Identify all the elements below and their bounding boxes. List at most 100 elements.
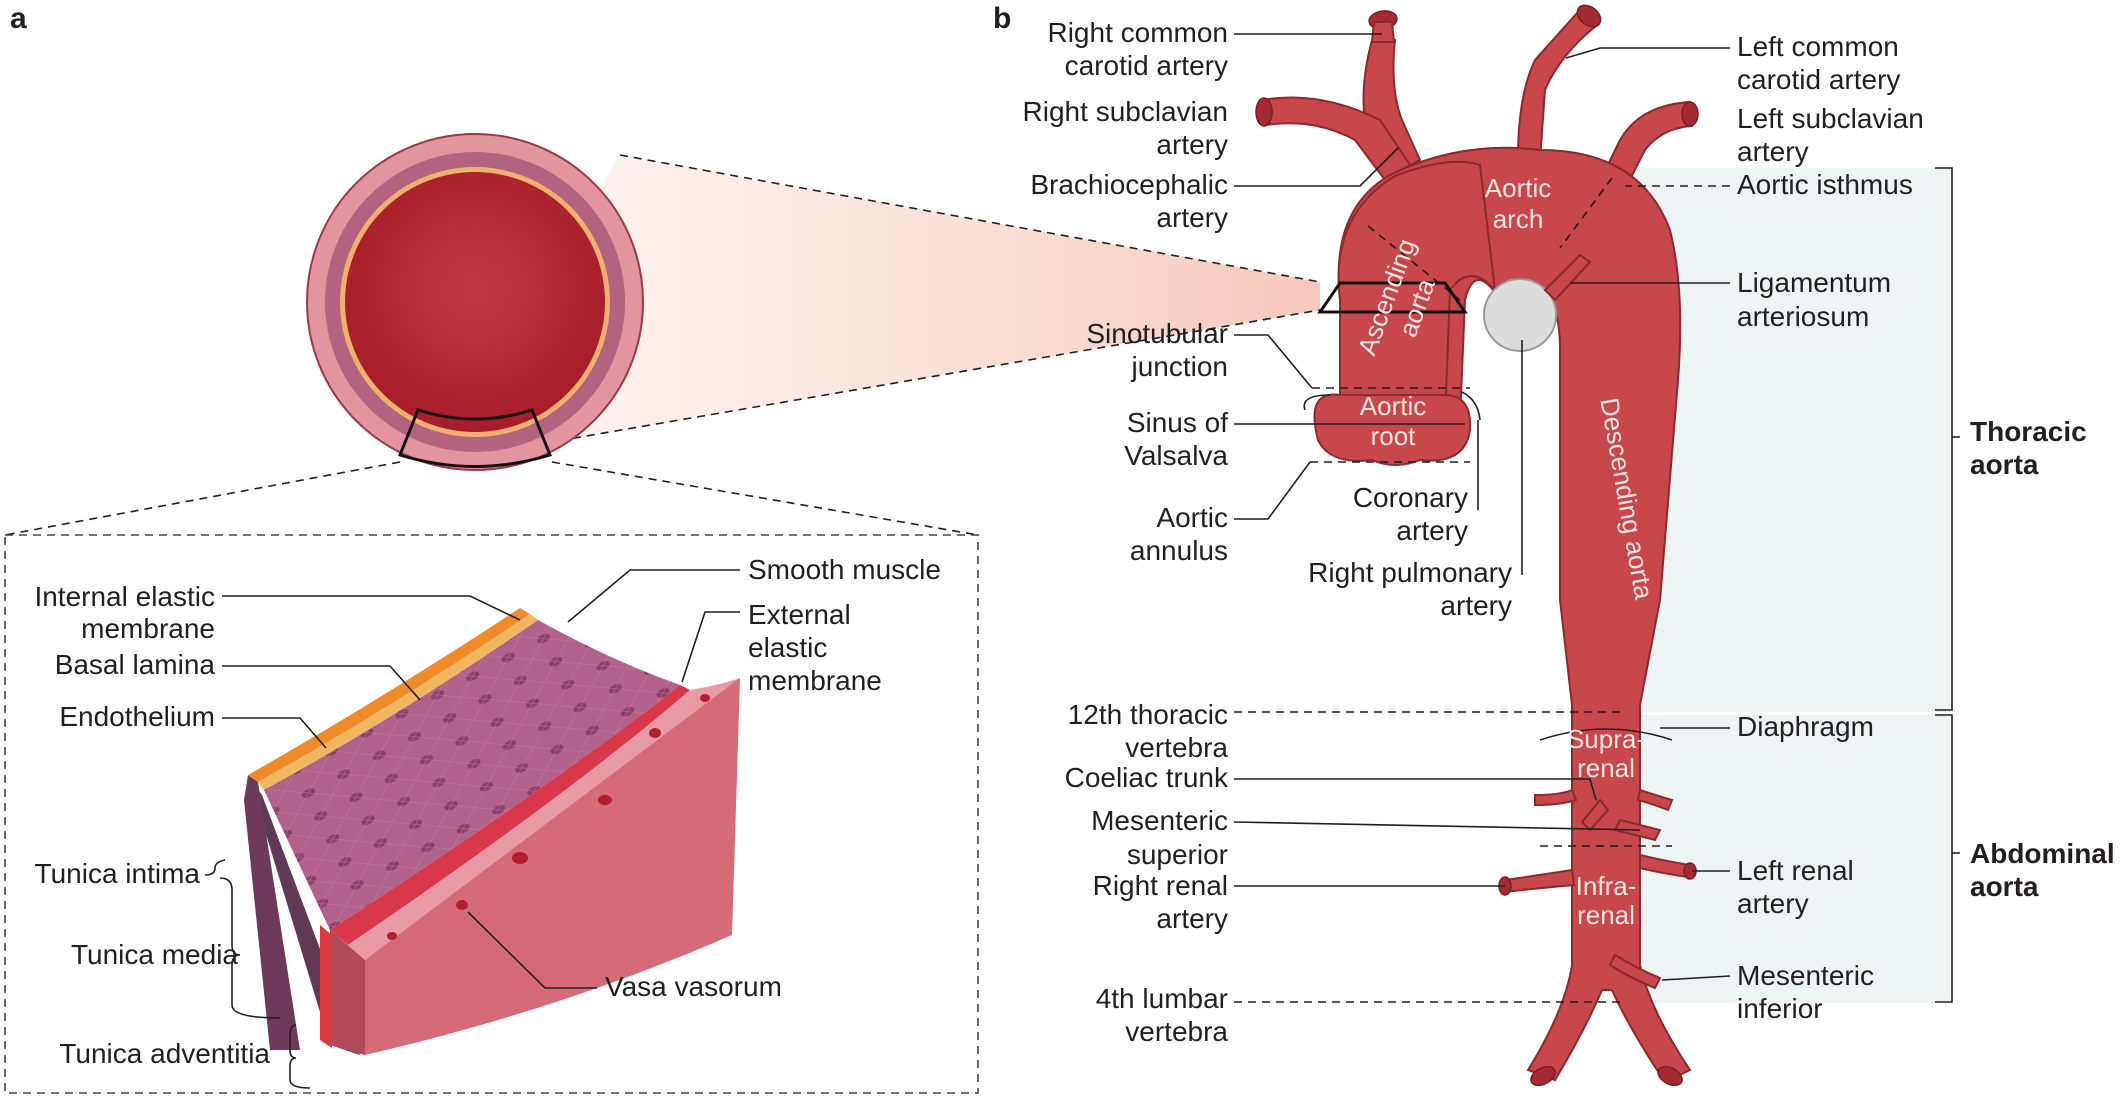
inner-aortic-root-2: root (1371, 421, 1417, 451)
label-left-common-carotid-1: Left common (1737, 31, 1899, 62)
diaphragm-arc (1539, 728, 1673, 741)
label-thoracic-vertebra-2: vertebra (1125, 732, 1228, 763)
abdominal-bracket (1935, 714, 1953, 1003)
zoom-line-right (551, 461, 979, 536)
lumen (345, 172, 605, 432)
arch-divider-left (1367, 225, 1461, 301)
label-mesenteric-superior-1: Mesenteric (1091, 805, 1228, 836)
label-sinotubular-2: junction (1130, 351, 1228, 382)
panel-b-letter: b (993, 2, 1011, 35)
label-abdominal-2: aorta (1970, 871, 2039, 902)
label-vasa-vasorum: Vasa vasorum (605, 971, 782, 1002)
cone-edge-bottom (434, 309, 1321, 463)
label-coeliac-trunk: Coeliac trunk (1065, 762, 1229, 793)
label-external-elastic-1: External (748, 599, 851, 630)
label-aortic-annulus-1: Aortic (1156, 502, 1228, 533)
label-endothelium: Endothelium (59, 701, 215, 732)
zoom-line-left (4, 461, 401, 536)
inferior-mesenteric-branch (1608, 953, 1662, 990)
leader-external-elastic (681, 611, 740, 683)
left-common-carotid (1516, 10, 1598, 162)
label-lumbar-vertebra-1: 4th lumbar (1096, 983, 1228, 1014)
label-ligamentum-1: Ligamentum (1737, 267, 1891, 298)
label-left-renal-2: artery (1737, 888, 1809, 919)
label-left-common-carotid-2: carotid artery (1737, 64, 1900, 95)
cone-edge-top (619, 154, 1321, 283)
label-internal-elastic-1: Internal elastic (34, 581, 215, 612)
label-right-renal-1: Right renal (1093, 870, 1228, 901)
label-external-elastic-3: membrane (748, 665, 882, 696)
label-coronary-2: artery (1396, 515, 1468, 546)
thoracic-bracket (1935, 167, 1953, 711)
coeliac-trunk-right (1636, 788, 1674, 812)
label-mesenteric-superior-2: superior (1127, 839, 1228, 870)
label-brachiocephalic-2: artery (1156, 202, 1228, 233)
inner-aortic-arch-2: arch (1493, 204, 1544, 234)
abdominal-shade (1620, 715, 1950, 1003)
leader-endothelium (222, 717, 327, 749)
label-basal-lamina: Basal lamina (55, 649, 216, 680)
smooth-muscle-layer (264, 620, 680, 930)
label-mesenteric-inferior-1: Mesenteric (1737, 960, 1874, 991)
label-right-pulmonary-1: Right pulmonary (1308, 557, 1512, 588)
inner-suprarenal-1: Supra- (1567, 724, 1645, 754)
right-pulmonary-artery-circle (1483, 278, 1557, 352)
label-mesenteric-inferior-2: inferior (1737, 993, 1823, 1024)
label-right-pulmonary-2: artery (1440, 590, 1512, 621)
enlargement-box (4, 534, 979, 1094)
inner-infrarenal-1: Infra- (1576, 871, 1637, 901)
label-aortic-annulus-2: annulus (1130, 535, 1228, 566)
leader-left-common-carotid (1565, 47, 1730, 59)
label-right-common-carotid-1: Right common (1047, 17, 1228, 48)
label-tunica-adventitia: Tunica adventitia (59, 1038, 270, 1069)
external-elastic-stripe (330, 685, 690, 945)
inner-aortic-arch-1: Aortic (1485, 173, 1551, 203)
right-coronary-stub (1461, 391, 1481, 421)
label-coronary-1: Coronary (1353, 482, 1468, 513)
label-ligamentum-2: arteriosum (1737, 301, 1869, 332)
vasa-vasorum-dots (387, 694, 710, 940)
aortic-root-bulb (1313, 393, 1472, 466)
section-window (398, 408, 552, 468)
section-cut-marker (1317, 281, 1468, 314)
right-renal-artery (1504, 868, 1576, 894)
magnification-cone (435, 155, 1320, 462)
label-internal-elastic-2: membrane (81, 613, 215, 644)
inner-suprarenal-2: renal (1577, 753, 1635, 783)
label-diaphragm: Diaphragm (1737, 711, 1874, 742)
arch-divider-right (1559, 177, 1613, 249)
inner-infrarenal-2: renal (1577, 900, 1635, 930)
leader-brachiocephalic (1234, 147, 1399, 187)
label-sinus-valsalva-1: Sinus of (1127, 407, 1228, 438)
leader-mesenteric-superior (1233, 821, 1641, 831)
label-left-subclavian-2: artery (1737, 136, 1809, 167)
leader-vasa-vasorum (467, 911, 597, 989)
label-thoracic-vertebra-1: 12th thoracic (1068, 699, 1228, 730)
label-abdominal-1: Abdominal (1970, 838, 2115, 869)
brace-tunica-adventitia (289, 1024, 311, 1089)
adventitia-top-face (348, 678, 740, 960)
aorta-illustration (1255, 4, 1699, 1087)
label-sinus-valsalva-2: Valsalva (1124, 440, 1228, 471)
label-left-renal-1: Left renal (1737, 855, 1854, 886)
label-thoracic-1: Thoracic (1970, 416, 2087, 447)
label-tunica-media: Tunica media (71, 939, 238, 970)
inner-aortic-root-1: Aortic (1360, 391, 1426, 421)
label-tunica-intima: Tunica intima (35, 858, 201, 889)
label-external-elastic-2: elastic (748, 632, 827, 663)
coeliac-trunk-left (1534, 788, 1578, 807)
leader-aortic-annulus (1234, 461, 1311, 520)
label-right-renal-2: artery (1156, 903, 1228, 934)
brace-tunica-intima (204, 859, 226, 876)
leader-coeliac-trunk (1234, 778, 1597, 801)
leader-sinotubular (1234, 334, 1313, 389)
leader-mesenteric-inferior (1661, 975, 1731, 981)
label-right-subclavian-2: artery (1156, 129, 1228, 160)
wall-front-face (330, 678, 740, 1055)
label-right-subclavian-1: Right subclavian (1023, 96, 1228, 127)
leader-basal-lamina (222, 665, 421, 701)
label-lumbar-vertebra-2: vertebra (1125, 1016, 1228, 1047)
brace-tunica-media (219, 877, 281, 1019)
label-thoracic-2: aorta (1970, 449, 2039, 480)
label-smooth-muscle: Smooth muscle (748, 554, 941, 585)
